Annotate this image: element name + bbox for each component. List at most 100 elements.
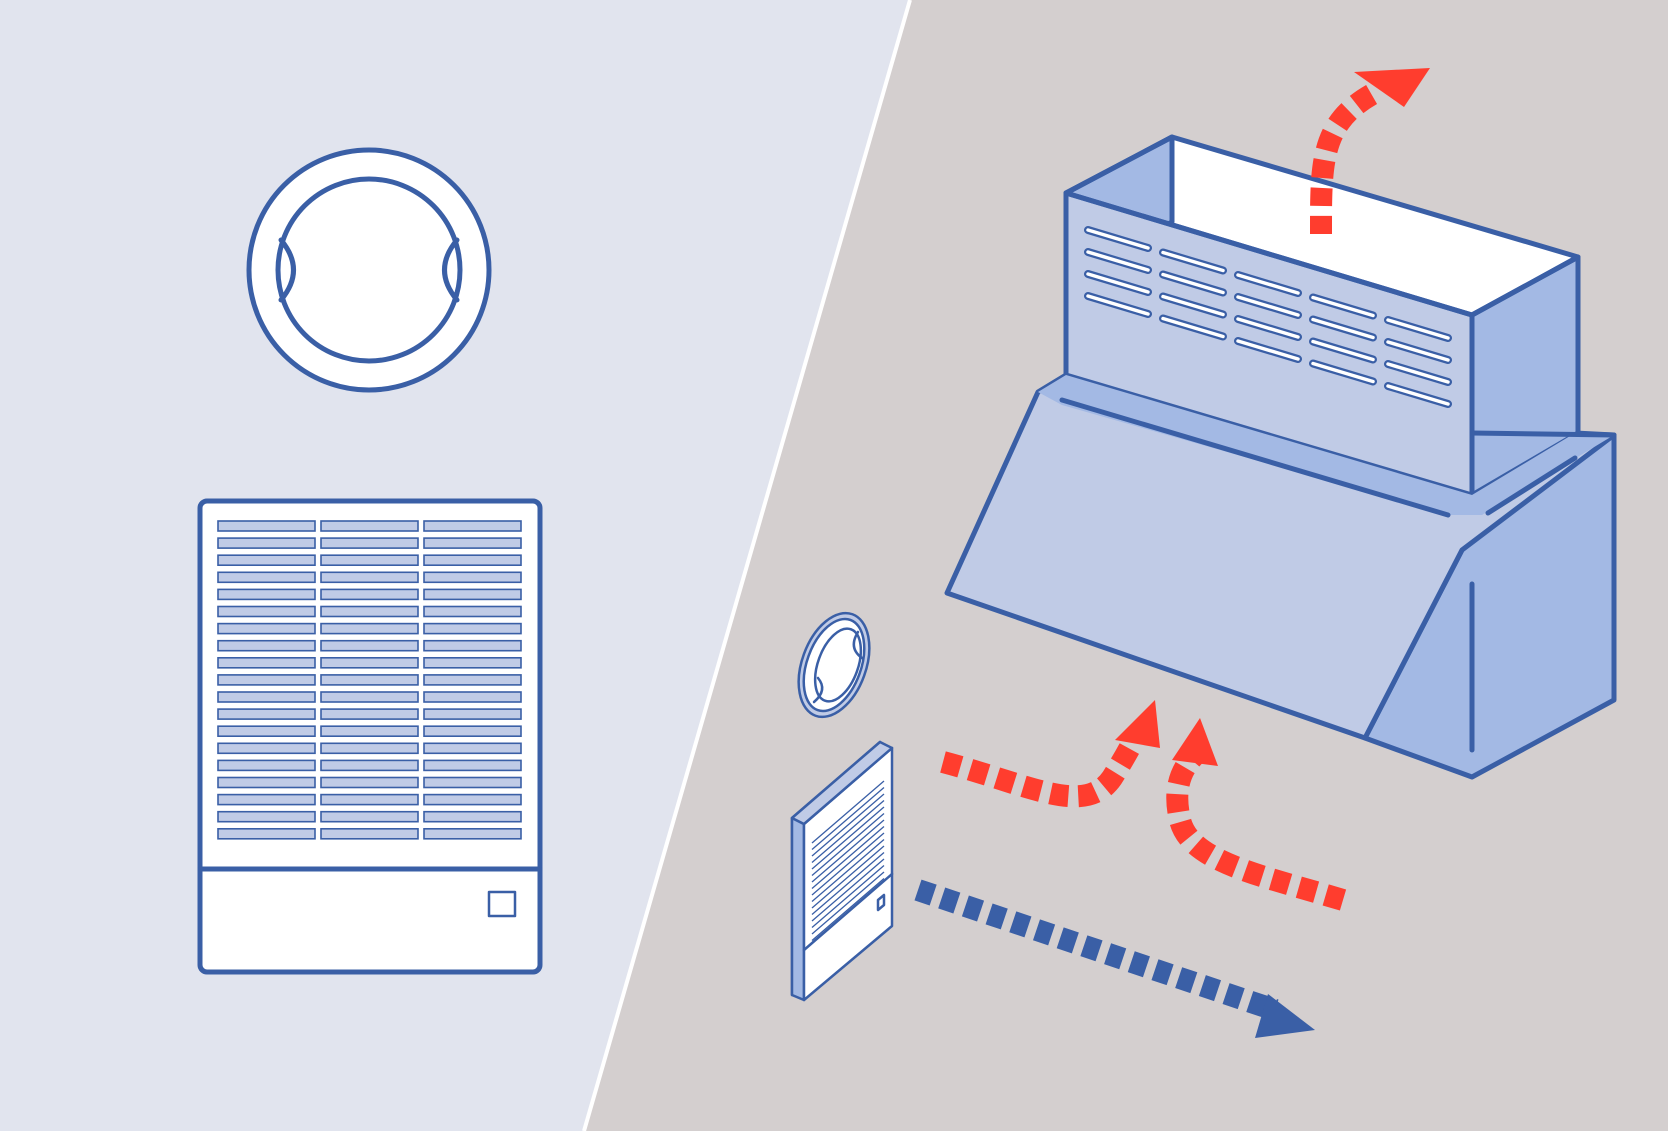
grille-slat xyxy=(423,742,522,755)
hood-vent-slot-highlight xyxy=(1086,294,1150,316)
airflow-arrows xyxy=(914,68,1430,1038)
grille-slat xyxy=(320,554,419,567)
grille-slat xyxy=(217,571,316,584)
iso-grille-slat xyxy=(811,858,885,922)
grille-slat xyxy=(320,520,419,532)
grille-slat xyxy=(423,759,522,772)
hood-vent-slot-highlight xyxy=(1236,295,1300,317)
iso-grille-slat xyxy=(811,878,885,941)
supply-arrow xyxy=(914,879,1279,1021)
hood-vent-slot-highlight xyxy=(1236,273,1300,295)
iso-grille-slat xyxy=(811,819,885,883)
hood-vent-slot-highlight xyxy=(1086,250,1150,272)
grille-slat xyxy=(217,725,316,738)
grille-slat xyxy=(320,571,419,584)
iso-grille-slat xyxy=(811,839,885,902)
iso-grille-slat xyxy=(811,780,885,844)
exhaust-arrow-top xyxy=(1309,80,1386,235)
grille-slat xyxy=(320,622,419,635)
iso-grille-slat xyxy=(811,806,885,870)
grille-slat xyxy=(423,776,522,789)
grille-slat xyxy=(217,520,316,532)
grille-slat xyxy=(320,639,419,652)
grille-slat xyxy=(217,674,316,686)
grille-slat xyxy=(320,674,419,686)
grille-slat xyxy=(217,605,316,618)
iso-grille-slat xyxy=(811,787,885,850)
grille-slat xyxy=(217,827,316,840)
grille-slat xyxy=(320,742,419,755)
grille-slat xyxy=(217,691,316,703)
hood-vent-slot-highlight xyxy=(1311,317,1375,340)
grille-slat xyxy=(217,622,316,635)
grille-slat xyxy=(423,810,522,823)
iso-grille-slat xyxy=(811,832,885,896)
round-vent-icon xyxy=(246,147,492,393)
iso-grille-slat xyxy=(811,852,885,915)
grille-slat xyxy=(320,776,419,789)
wall-grille-vent-icon xyxy=(197,498,543,975)
grille-slat xyxy=(423,571,522,584)
grille-slat xyxy=(217,793,316,806)
hood-top-ledge xyxy=(1038,375,1614,515)
grille-slat xyxy=(320,827,419,840)
hood-vent-slot-highlight xyxy=(1386,340,1450,362)
range-hood-icon xyxy=(944,134,1617,780)
hood-vent-slot-highlight xyxy=(1311,295,1375,318)
intake-arrow-right xyxy=(1166,747,1347,911)
hood-vent-slot-highlight xyxy=(1086,228,1150,250)
grille-slat xyxy=(320,708,419,720)
grille-slat xyxy=(217,708,316,720)
grille-slat xyxy=(423,674,522,686)
iso-grille-slat xyxy=(811,826,885,889)
hood-vent-slot-highlight xyxy=(1311,339,1375,362)
grille-slat xyxy=(217,759,316,772)
grille-slat xyxy=(320,537,419,549)
grille-slat xyxy=(320,725,419,738)
intake-arrow-left xyxy=(940,727,1148,808)
hood-vent-slot-highlight xyxy=(1311,361,1375,384)
round-vent-iso-icon xyxy=(797,611,871,719)
grille-slat xyxy=(423,793,522,806)
grille-slat xyxy=(423,725,522,738)
grille-slat xyxy=(320,793,419,806)
grille-slat xyxy=(423,554,522,567)
grille-slats xyxy=(217,520,522,840)
grille-slat xyxy=(217,537,316,549)
grille-slat xyxy=(423,588,522,601)
iso-grille-slat xyxy=(811,865,885,928)
supply-arrow-head xyxy=(1255,994,1315,1038)
exhaust-arrow-top-head xyxy=(1354,68,1430,107)
duct-cover-vent-slots xyxy=(1084,226,1452,408)
grille-slat xyxy=(217,639,316,652)
grille-slat xyxy=(217,776,316,789)
grille-slat xyxy=(320,810,419,823)
grille-slat xyxy=(217,554,316,567)
hood-vent-slot-highlight xyxy=(1386,384,1450,406)
grille-slat xyxy=(320,656,419,669)
hood-vent-slot-highlight xyxy=(1161,272,1225,295)
grille-slat xyxy=(217,810,316,823)
grille-slat xyxy=(217,656,316,669)
hood-vent-slot-highlight xyxy=(1161,294,1225,317)
iso-grille-slat xyxy=(811,793,885,857)
grille-slat xyxy=(423,537,522,549)
grille-slat xyxy=(320,605,419,618)
grille-slat xyxy=(423,827,522,840)
grille-slat xyxy=(423,520,522,532)
wall-grille-vent-iso-icon xyxy=(790,740,894,1002)
hood-vent-slot-highlight xyxy=(1161,250,1225,273)
grille-slat xyxy=(320,759,419,772)
grille-slat xyxy=(423,656,522,669)
hood-vent-slot-highlight xyxy=(1086,272,1150,294)
iso-grille-slat xyxy=(811,800,885,863)
hood-vent-slot-highlight xyxy=(1386,362,1450,384)
hood-vent-slot-highlight xyxy=(1386,318,1450,340)
hood-vent-slot-highlight xyxy=(1236,317,1300,339)
intake-arrow-left-head xyxy=(1115,700,1160,748)
duct-cover-top-rim xyxy=(1063,134,1581,318)
hood-vent-slot-highlight xyxy=(1161,316,1225,339)
intake-arrow-right-head xyxy=(1172,718,1218,766)
grille-slat xyxy=(423,622,522,635)
